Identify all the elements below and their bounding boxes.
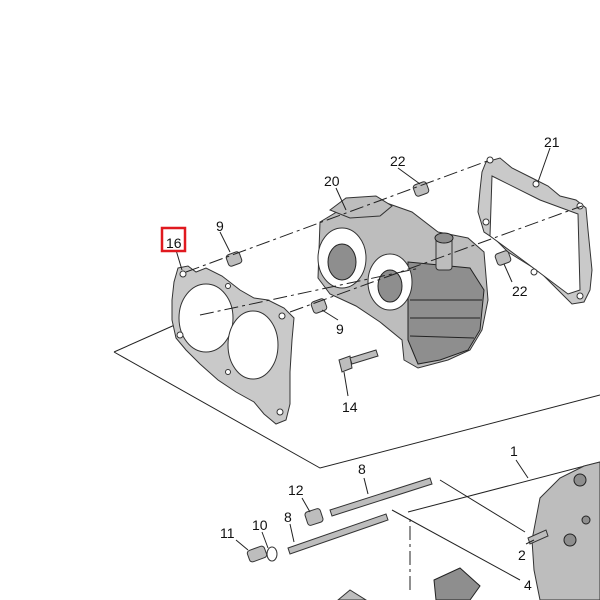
callout-8-lower: 8 bbox=[284, 509, 292, 525]
selected-part-highlight[interactable] bbox=[160, 226, 187, 253]
cylinder-gasket[interactable] bbox=[171, 265, 295, 425]
callout-14: 14 bbox=[342, 399, 358, 415]
cylinder-block[interactable] bbox=[317, 195, 489, 369]
callout-22-lower: 22 bbox=[512, 283, 528, 299]
rear-gasket[interactable] bbox=[477, 156, 593, 305]
stud-8-upper[interactable] bbox=[329, 477, 433, 517]
dowel-pin-22-lower[interactable] bbox=[494, 250, 512, 266]
callout-12: 12 bbox=[288, 482, 304, 498]
callout-21: 21 bbox=[544, 134, 560, 150]
callout-9-lower: 9 bbox=[336, 321, 344, 337]
callout-22-upper: 22 bbox=[390, 153, 406, 169]
stud-8-lower[interactable] bbox=[287, 513, 389, 555]
assembly-center-lines bbox=[185, 159, 583, 316]
bolt-14[interactable] bbox=[338, 349, 379, 373]
leader-lines bbox=[175, 147, 551, 549]
callout-10: 10 bbox=[252, 517, 268, 533]
callout-1: 1 bbox=[510, 443, 518, 459]
callout-11: 11 bbox=[220, 525, 235, 541]
callout-4: 4 bbox=[524, 577, 532, 593]
fitting-12[interactable] bbox=[301, 497, 324, 526]
dowel-pin-upper[interactable] bbox=[225, 251, 243, 267]
callout-8-upper: 8 bbox=[358, 461, 366, 477]
plug-bolt-11[interactable] bbox=[235, 539, 268, 563]
callout-9-upper: 9 bbox=[216, 218, 224, 234]
lower-assembly-plane bbox=[391, 461, 600, 590]
callout-20: 20 bbox=[324, 173, 340, 189]
callout-2: 2 bbox=[518, 547, 526, 563]
callout-16: 16 bbox=[166, 235, 182, 251]
crankcase[interactable] bbox=[337, 461, 600, 600]
washer-10[interactable] bbox=[266, 546, 278, 562]
